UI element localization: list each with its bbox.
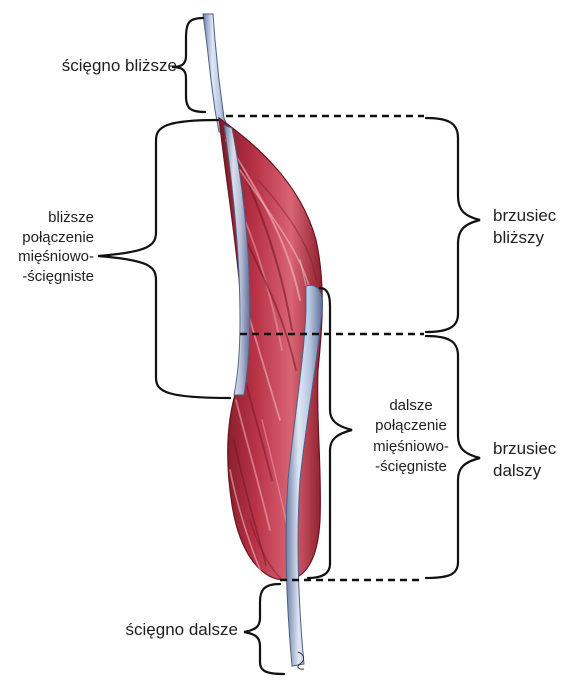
- label-distal-junction: dalsze połączenie mięśniowo- -ścięgniste: [356, 396, 466, 477]
- label-distal-junction-line-1: dalsze: [356, 396, 466, 416]
- label-proximal-junction-line-1: bliższe: [4, 208, 94, 228]
- label-proximal-junction-line-3: mięśniowo-: [4, 247, 94, 267]
- brace-distal-tendon: [244, 584, 284, 674]
- label-proximal-belly-line-2: bliższy: [493, 227, 583, 249]
- label-distal-belly-line-2: dalszy: [493, 460, 583, 482]
- label-proximal-belly-line-1: brzusiec: [493, 205, 583, 227]
- label-proximal-junction-line-2: połączenie: [4, 228, 94, 248]
- brace-proximal-junction: [98, 120, 230, 398]
- label-proximal-tendon-text: ścięgno bliższe: [12, 56, 177, 76]
- brace-proximal-belly: [426, 118, 480, 332]
- proximal-tendon-shape: [203, 14, 230, 132]
- label-proximal-tendon: ścięgno bliższe: [12, 56, 177, 76]
- label-distal-belly-line-1: brzusiec: [493, 438, 583, 460]
- label-distal-belly: brzusiec dalszy: [493, 438, 583, 482]
- label-proximal-belly: brzusiec bliższy: [493, 205, 583, 249]
- label-proximal-junction: bliższe połączenie mięśniowo- -ścięgnist…: [4, 208, 94, 286]
- label-distal-junction-line-3: mięśniowo-: [356, 437, 466, 457]
- label-distal-tendon-text: ścięgno dalsze: [60, 620, 238, 640]
- label-distal-junction-line-2: połączenie: [356, 416, 466, 436]
- label-distal-tendon: ścięgno dalsze: [60, 620, 238, 640]
- label-distal-junction-line-4: -ścięgniste: [356, 457, 466, 477]
- label-proximal-junction-line-4: -ścięgniste: [4, 267, 94, 287]
